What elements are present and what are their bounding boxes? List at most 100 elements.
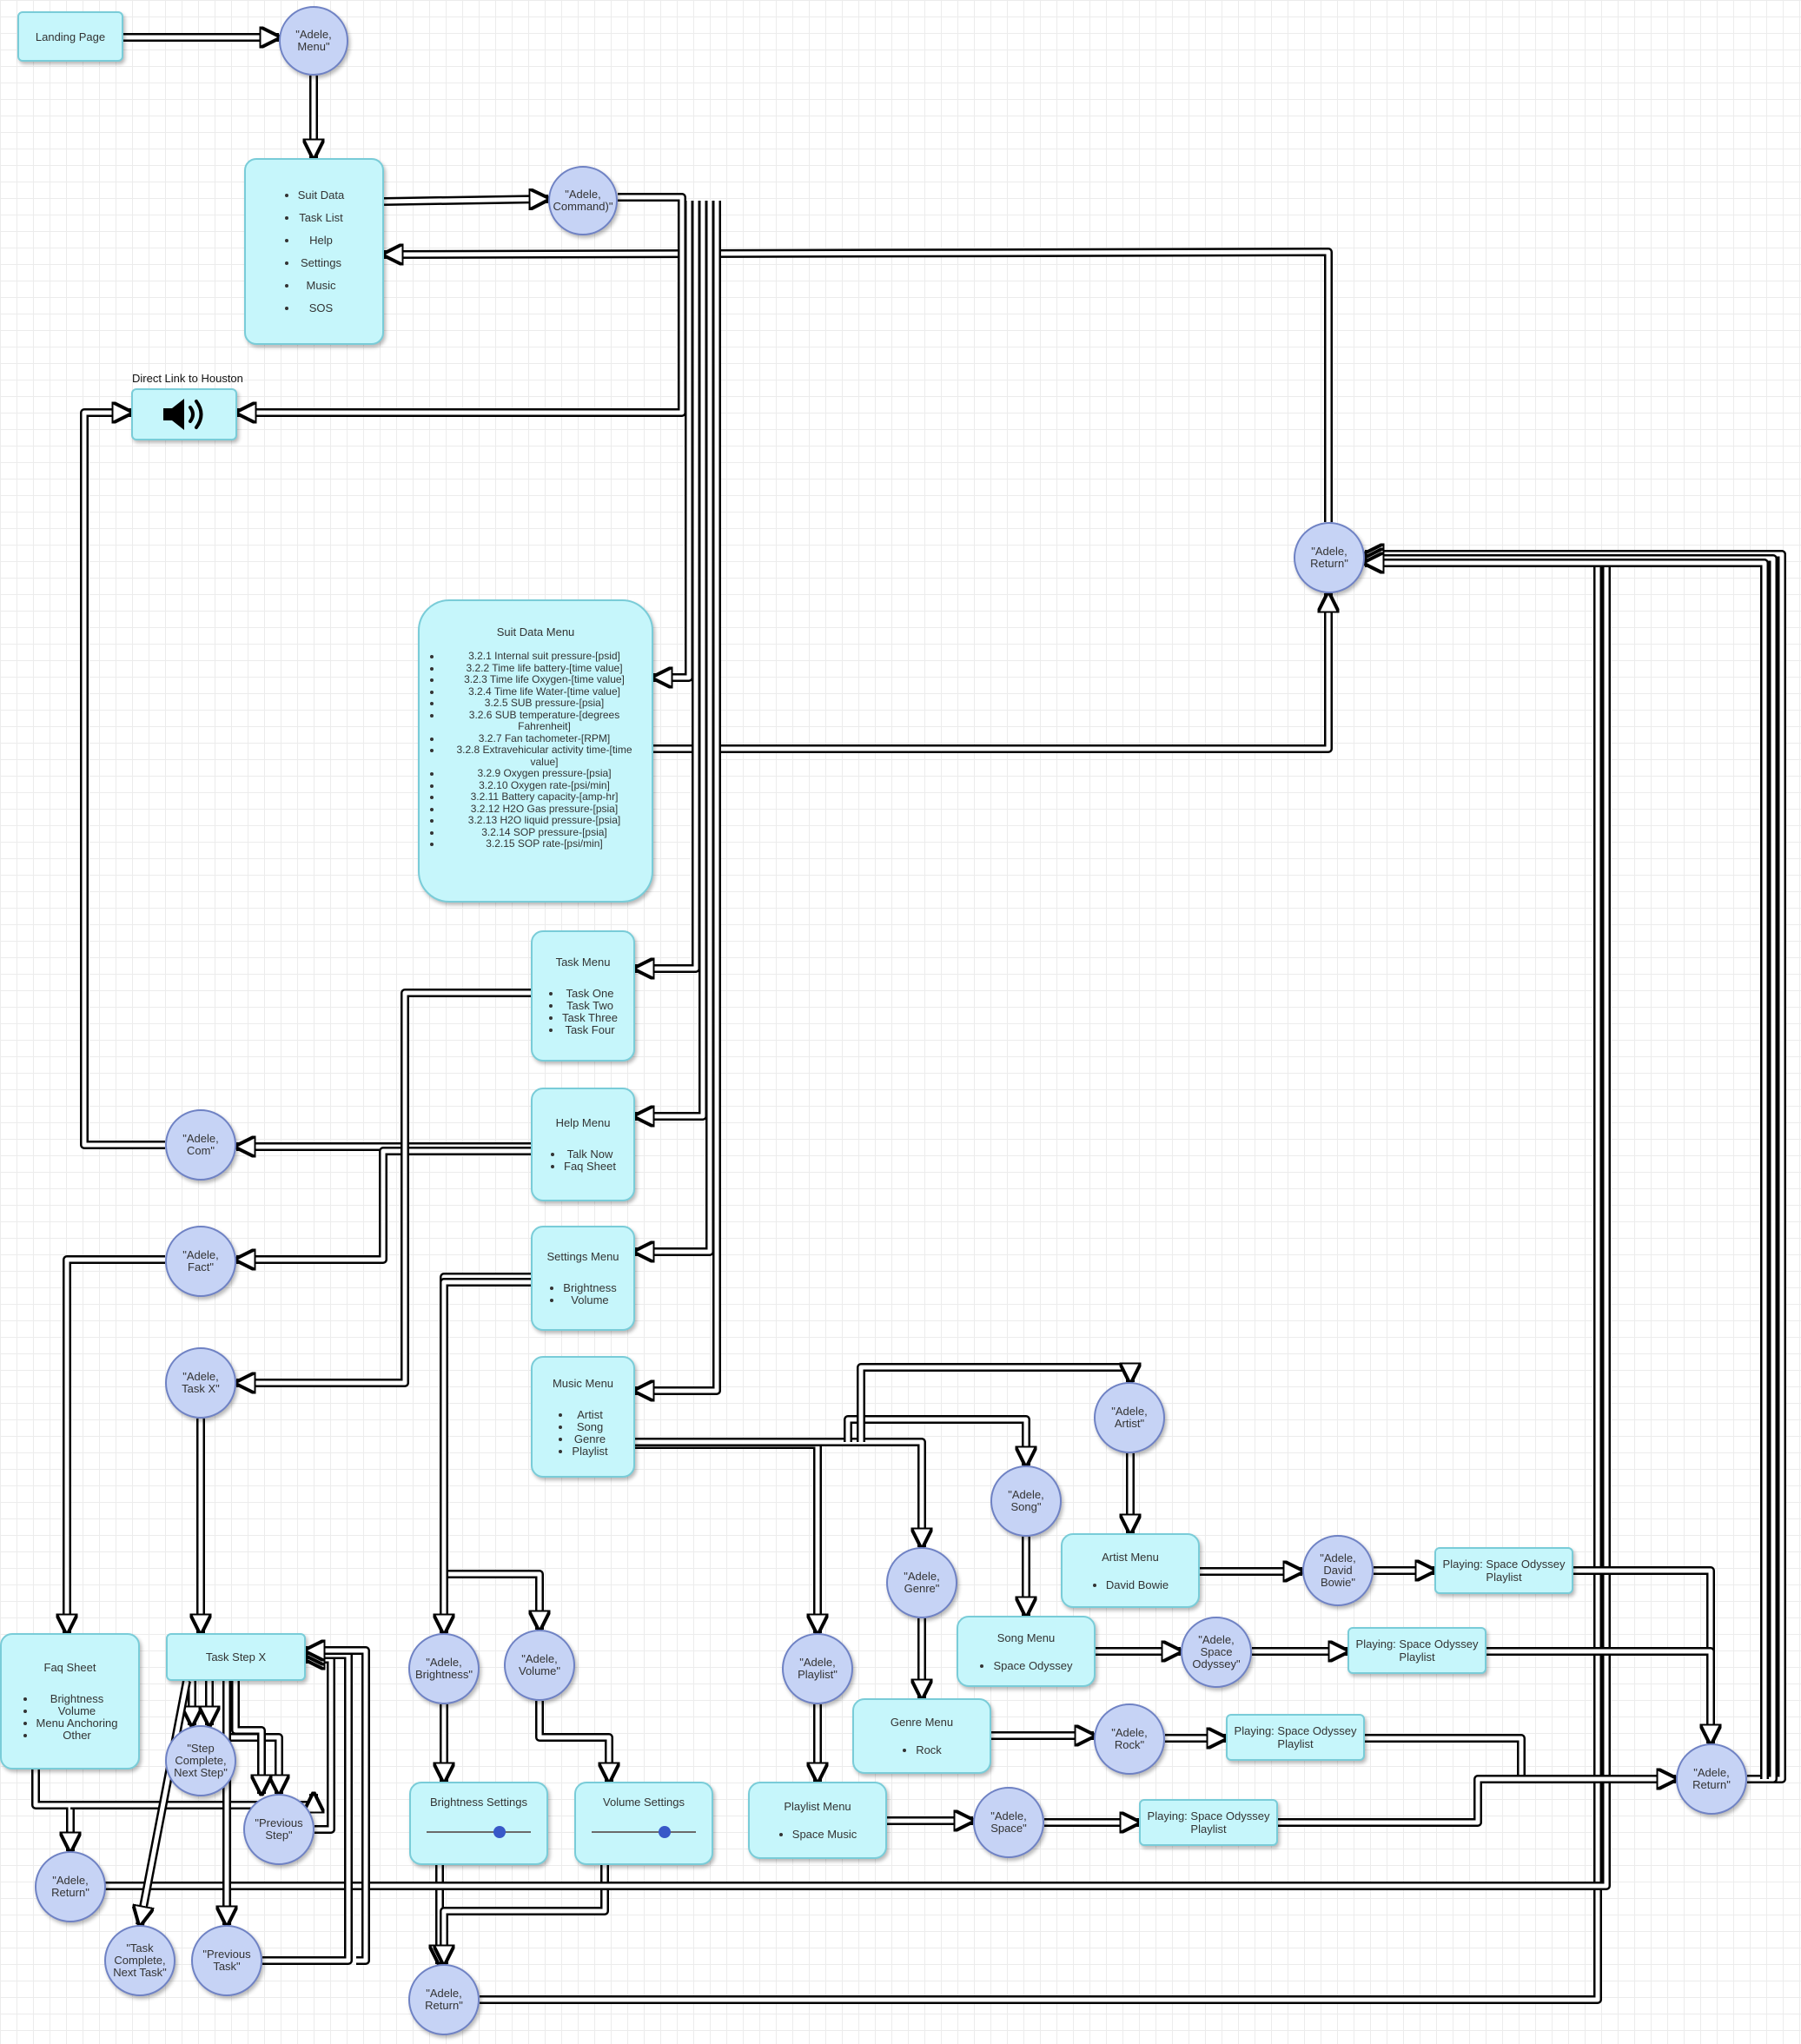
volume-slider-knob[interactable] (659, 1826, 672, 1838)
connector-arrow (236, 990, 531, 1383)
genre-menu-box[interactable]: Genre Menu Rock (852, 1698, 991, 1774)
task-menu-item[interactable]: Task Three (562, 1012, 618, 1024)
playlist-menu-item[interactable]: Space Music (792, 1829, 857, 1841)
landing-page-box[interactable]: Landing Page (17, 11, 123, 62)
command-text: "Adele, David Bowie" (1320, 1551, 1356, 1589)
brightness-slider-knob[interactable] (493, 1826, 507, 1838)
connector-arrow (653, 593, 1328, 751)
artist-menu-box[interactable]: Artist Menu David Bowie (1061, 1533, 1200, 1608)
suit-data-item: 3.2.5 SUB pressure-[psia] (442, 697, 646, 710)
playing-box[interactable]: Playing: Space Odyssey Playlist (1434, 1547, 1573, 1594)
brightness-slider[interactable] (426, 1824, 532, 1840)
task-menu-item[interactable]: Task One (562, 988, 618, 1000)
speaker-box[interactable] (131, 388, 237, 440)
playlist-menu-box[interactable]: Playlist Menu Space Music (748, 1782, 887, 1859)
settings-menu-item[interactable]: Volume (563, 1294, 616, 1306)
main-menu-item[interactable]: Settings (298, 256, 344, 269)
help-menu-item[interactable]: Talk Now (564, 1148, 616, 1161)
command-adele-brightness[interactable]: "Adele, Brightness" (408, 1633, 480, 1704)
artist-menu-item[interactable]: David Bowie (1106, 1578, 1169, 1591)
connector-arrow (635, 1442, 818, 1633)
music-menu-item[interactable]: Playlist (572, 1445, 607, 1458)
playlist-menu-list: Space Music (778, 1829, 857, 1841)
connector-arrow (67, 1257, 165, 1633)
command-adele-genre[interactable]: "Adele, Genre" (886, 1547, 957, 1618)
command-text: "Adele, Brightness" (414, 1656, 473, 1681)
command-step-complete[interactable]: "Step Complete, Next Step" (165, 1725, 236, 1796)
brightness-settings-box[interactable]: Brightness Settings (409, 1782, 548, 1865)
volume-slider[interactable] (591, 1824, 697, 1840)
command-adele-return-right[interactable]: "Adele, Return" (1676, 1743, 1747, 1815)
help-menu-box[interactable]: Help Menu Talk Now Faq Sheet (531, 1088, 635, 1201)
main-menu-box[interactable]: Suit Data Task List Help Settings Music … (244, 158, 384, 345)
suit-data-item: 3.2.2 Time life battery-[time value] (442, 662, 646, 675)
command-adele-menu[interactable]: "Adele, Menu" (279, 6, 348, 76)
command-adele-fact[interactable]: "Adele, Fact" (165, 1226, 236, 1297)
task-step-box[interactable]: Task Step X (166, 1633, 306, 1681)
faq-sheet-item: Volume (36, 1705, 118, 1717)
command-adele-david-bowie[interactable]: "Adele, David Bowie" (1302, 1535, 1374, 1606)
music-menu-item[interactable]: Artist (572, 1408, 607, 1421)
main-menu-item[interactable]: Music (298, 279, 344, 292)
settings-menu-item[interactable]: Brightness (563, 1282, 616, 1294)
main-menu-item[interactable]: Suit Data (298, 189, 344, 202)
playing-box[interactable]: Playing: Space Odyssey Playlist (1347, 1627, 1486, 1674)
command-text: "Previous Task" (202, 1948, 251, 1973)
command-adele-space-odyssey[interactable]: "Adele, Space Odyssey" (1181, 1617, 1252, 1688)
connector-arrow (236, 1148, 531, 1260)
command-task-complete[interactable]: "Task Complete, Next Task" (104, 1925, 175, 1996)
suit-data-menu-box[interactable]: Suit Data Menu 3.2.1 Internal suit press… (418, 599, 653, 903)
volume-settings-box[interactable]: Volume Settings (574, 1782, 713, 1865)
connector-arrow (1365, 563, 1767, 1779)
connector-arrow (233, 1681, 262, 1794)
landing-page-label: Landing Page (35, 30, 106, 43)
task-menu-item[interactable]: Task Four (562, 1024, 618, 1036)
song-menu-box[interactable]: Song Menu Space Odyssey (957, 1616, 1096, 1687)
task-menu-item[interactable]: Task Two (562, 1000, 618, 1012)
settings-menu-box[interactable]: Settings Menu Brightness Volume (531, 1226, 635, 1331)
connector-arrow (444, 1280, 531, 1633)
connector-arrow (845, 1417, 1026, 1465)
command-text: "Step Complete, Next Step" (174, 1742, 228, 1779)
command-adele-task-x[interactable]: "Adele, Task X" (165, 1347, 236, 1419)
brightness-settings-title: Brightness Settings (429, 1796, 527, 1809)
faq-sheet-box[interactable]: Faq Sheet Brightness Volume Menu Anchori… (0, 1633, 140, 1769)
playing-box[interactable]: Playing: Space Odyssey Playlist (1226, 1714, 1365, 1761)
music-menu-box[interactable]: Music Menu Artist Song Genre Playlist (531, 1356, 635, 1478)
command-adele-command[interactable]: "Adele, Command)" (548, 166, 618, 235)
connector-outline (31, 1769, 75, 1851)
connector-arrow (635, 201, 719, 1391)
help-menu-list: Talk Now Faq Sheet (550, 1148, 616, 1173)
command-text: "Adele, Task X" (182, 1370, 220, 1395)
command-text: "Adele, Return" (1310, 545, 1348, 570)
music-menu-item[interactable]: Genre (572, 1432, 607, 1445)
command-adele-song[interactable]: "Adele, Song" (990, 1465, 1062, 1537)
command-adele-volume[interactable]: "Adele, Volume" (504, 1630, 575, 1701)
suit-data-item: 3.2.7 Fan tachometer-[RPM] (442, 732, 646, 745)
connector-arrow (635, 201, 712, 1252)
command-adele-return-bottom[interactable]: "Adele, Return" (408, 1964, 480, 2035)
playing-box[interactable]: Playing: Space Odyssey Playlist (1139, 1799, 1278, 1846)
music-menu-item[interactable]: Song (572, 1420, 607, 1433)
command-adele-artist[interactable]: "Adele, Artist" (1094, 1382, 1165, 1453)
command-previous-step[interactable]: "Previous Step" (243, 1794, 315, 1865)
genre-menu-item[interactable]: Rock (916, 1744, 942, 1756)
command-adele-rock[interactable]: "Adele, Rock" (1094, 1703, 1165, 1775)
command-adele-return-left[interactable]: "Adele, Return" (35, 1851, 106, 1922)
task-menu-box[interactable]: Task Menu Task One Task Two Task Three T… (531, 930, 635, 1062)
command-adele-playlist[interactable]: "Adele, Playlist" (782, 1633, 853, 1704)
command-adele-space[interactable]: "Adele, Space" (973, 1787, 1044, 1858)
song-menu-item[interactable]: Space Odyssey (993, 1659, 1072, 1672)
command-adele-com[interactable]: "Adele, Com" (165, 1109, 236, 1181)
suit-data-item: 3.2.14 SOP pressure-[psia] (442, 826, 646, 839)
main-menu-item[interactable]: Task List (298, 211, 344, 224)
main-menu-item[interactable]: SOS (298, 301, 344, 314)
help-menu-item[interactable]: Faq Sheet (564, 1161, 616, 1173)
suit-data-item: 3.2.4 Time life Water-[time value] (442, 685, 646, 698)
suit-data-menu-title: Suit Data Menu (496, 625, 575, 638)
command-adele-return-top[interactable]: "Adele, Return" (1294, 522, 1365, 593)
main-menu-item[interactable]: Help (298, 234, 344, 247)
command-text: "Adele, Return" (51, 1874, 89, 1899)
command-previous-task[interactable]: "Previous Task" (191, 1925, 262, 1996)
command-text: "Adele, Return" (1692, 1766, 1731, 1791)
